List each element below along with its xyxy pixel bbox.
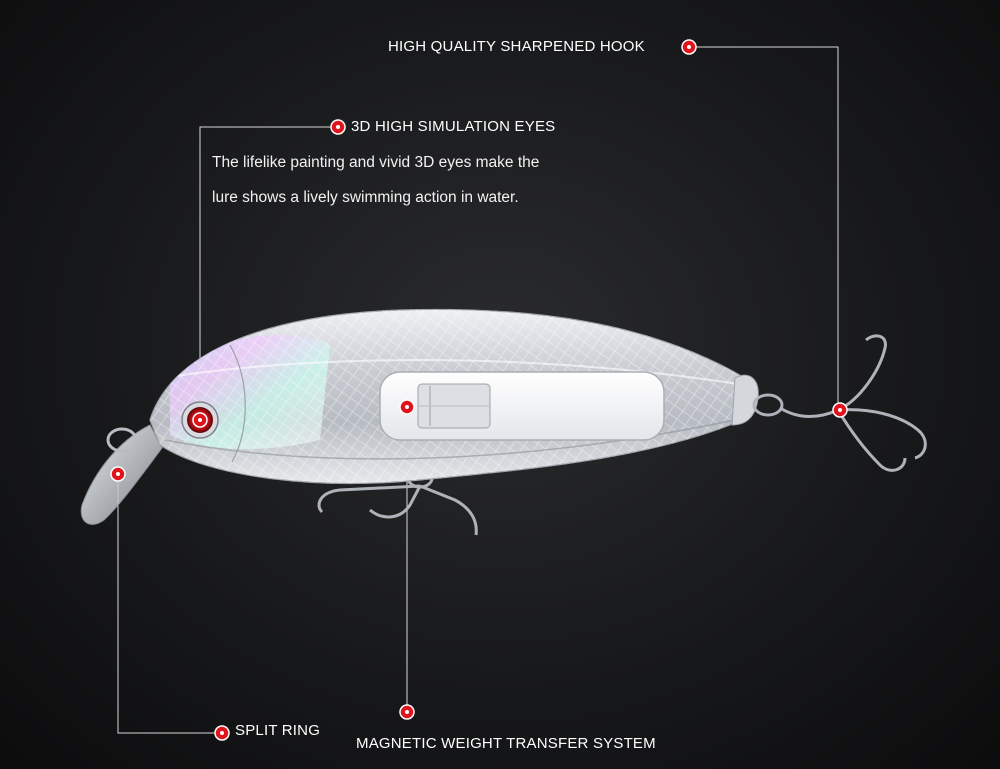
eyes-description-line-1: The lifelike painting and vivid 3D eyes … [212,154,540,171]
tail-hook [752,334,927,472]
red-marker-dots [110,39,848,741]
eyes-description: The lifelike painting and vivid 3D eyes … [212,145,632,215]
magnetic-label: MAGNETIC WEIGHT TRANSFER SYSTEM [356,735,656,752]
eyes-description-line-2: lure shows a lively swimming action in w… [212,189,519,206]
eyes-label: 3D HIGH SIMULATION EYES [351,118,556,135]
hook-label: HIGH QUALITY SHARPENED HOOK [388,38,645,55]
split-ring-label: SPLIT RING [235,722,321,739]
